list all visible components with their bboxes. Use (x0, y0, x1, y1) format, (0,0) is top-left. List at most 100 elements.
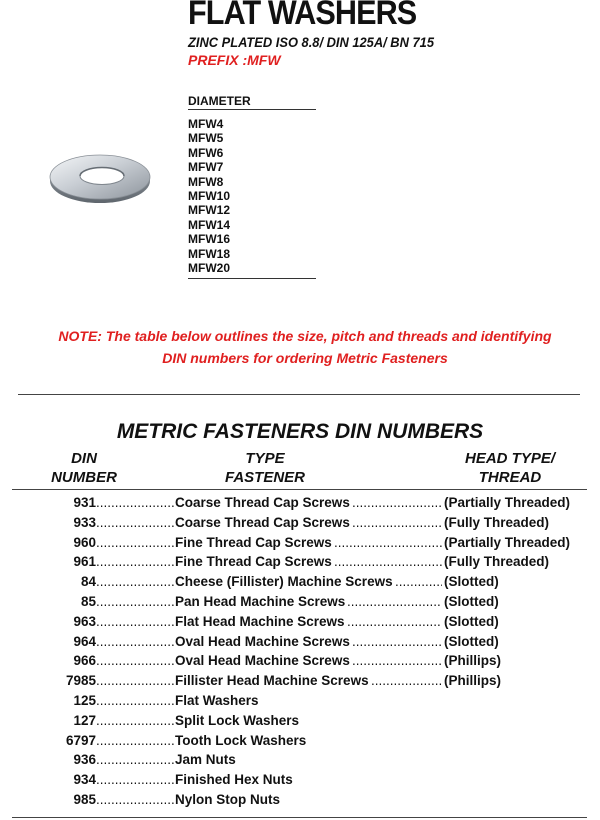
din-number: 125 (73, 692, 96, 708)
din-number: 84 (80, 574, 96, 590)
table-row: 963.....................................… (0, 614, 600, 634)
divider (12, 489, 587, 490)
list-item: MFW6 (188, 145, 224, 160)
dot-leader: ........................................… (96, 772, 174, 788)
dot-leader: ........................................… (334, 534, 442, 550)
dot-leader: ........................................… (96, 495, 174, 510)
head-thread-type: (Slotted) (444, 613, 499, 629)
fastener-type: Oval Head Machine Screws (175, 633, 350, 649)
din-table: 931.....................................… (0, 495, 600, 812)
dot-leader: ........................................… (96, 633, 174, 649)
list-item: MFW8 (188, 174, 224, 189)
head-thread-type: (Slotted) (444, 593, 499, 609)
dot-leader: ........................................… (96, 673, 174, 689)
fastener-type: Jam Nuts (175, 752, 236, 768)
list-item: MFW18 (188, 246, 230, 261)
dot-leader: ........................................… (352, 653, 442, 669)
din-number: 934 (73, 772, 96, 788)
col-header-type-1: TYPE (245, 450, 285, 467)
divider (12, 817, 587, 818)
dot-leader: ........................................… (352, 495, 442, 510)
din-number: 85 (80, 593, 96, 609)
dot-leader: ........................................… (347, 613, 442, 629)
dot-leader: ........................................… (96, 554, 174, 570)
fastener-type: Finished Hex Nuts (175, 772, 293, 788)
table-row: 985.....................................… (0, 792, 600, 812)
fastener-type: Oval Head Machine Screws (175, 653, 350, 669)
col-header-din-2: NUMBER (51, 469, 117, 486)
diameter-header: DIAMETER (188, 94, 316, 110)
head-thread-type: (Phillips) (444, 673, 501, 689)
list-item: MFW16 (188, 232, 230, 247)
dot-leader: ........................................… (96, 534, 174, 550)
list-item: MFW7 (188, 160, 224, 175)
table-row: 85......................................… (0, 594, 600, 614)
list-item: MFW12 (188, 203, 230, 218)
dot-leader: ........................................… (96, 692, 174, 708)
dot-leader: ........................................… (96, 732, 174, 748)
dot-leader: ........................................… (96, 574, 174, 590)
table-row: 936.....................................… (0, 752, 600, 772)
dot-leader: ........................................… (96, 791, 174, 807)
divider (18, 394, 580, 395)
fastener-type: Coarse Thread Cap Screws (175, 514, 350, 530)
list-item: MFW20 (188, 260, 230, 275)
din-number: 964 (73, 633, 96, 649)
fastener-type: Flat Head Machine Screws (175, 613, 345, 629)
head-thread-type: (Fully Threaded) (444, 554, 550, 570)
dot-leader: ........................................… (347, 593, 442, 609)
col-header-din-1: DIN (71, 450, 97, 467)
table-row: 125.....................................… (0, 693, 600, 713)
note-line-1: NOTE: The table below outlines the size,… (58, 328, 552, 344)
din-number: 7985 (65, 673, 96, 689)
din-number: 933 (73, 514, 96, 530)
list-item: MFW14 (188, 217, 230, 232)
dot-leader: ........................................… (395, 574, 442, 590)
list-item: MFW5 (188, 131, 224, 146)
dot-leader: ........................................… (96, 613, 174, 629)
col-header-head-2: THREAD (478, 469, 542, 486)
dot-leader: ........................................… (371, 673, 442, 689)
din-number: 931 (73, 495, 96, 510)
fastener-type: Nylon Stop Nuts (175, 791, 280, 807)
fastener-type: Fillister Head Machine Screws (175, 673, 369, 689)
dot-leader: ........................................… (352, 514, 442, 530)
divider (188, 278, 316, 279)
fastener-type: Tooth Lock Washers (175, 732, 307, 748)
list-item: MFW4 (188, 117, 224, 131)
table-row: 934.....................................… (0, 772, 600, 792)
fastener-type: Pan Head Machine Screws (175, 593, 346, 609)
dot-leader: ........................................… (96, 514, 174, 530)
head-thread-type: (Slotted) (444, 633, 499, 649)
din-number: 6797 (65, 732, 96, 748)
dot-leader: ........................................… (96, 593, 174, 609)
fastener-type: Fine Thread Cap Screws (175, 534, 332, 550)
fastener-type: Split Lock Washers (175, 712, 300, 728)
table-row: 6797....................................… (0, 733, 600, 753)
table-row: 966.....................................… (0, 653, 600, 673)
table-row: 961.....................................… (0, 554, 600, 574)
din-number: 961 (73, 554, 96, 570)
dot-leader: ........................................… (334, 554, 442, 570)
list-item: MFW10 (188, 188, 230, 203)
dot-leader: ........................................… (96, 712, 174, 728)
table-row: 964.....................................… (0, 634, 600, 654)
col-header-head-1: HEAD TYPE/ (464, 450, 555, 467)
head-thread-type: (Phillips) (444, 653, 501, 669)
head-thread-type: (Slotted) (444, 574, 499, 590)
table-title: METRIC FASTENERS DIN NUMBERS (116, 420, 484, 443)
product-spec: ZINC PLATED ISO 8.8/ DIN 125A/ BN 715 (188, 34, 434, 50)
note-line-2: DIN numbers for ordering Metric Fastener… (162, 350, 448, 366)
page-title: FLAT WASHERS (188, 0, 417, 32)
table-row: 84......................................… (0, 574, 600, 594)
din-number: 960 (73, 534, 96, 550)
head-thread-type: (Fully Threaded) (444, 514, 550, 530)
col-header-type-2: FASTENER (224, 469, 305, 486)
part-prefix: PREFIX :MFW (188, 52, 281, 68)
din-number: 127 (73, 712, 96, 728)
table-row: 933.....................................… (0, 515, 600, 535)
din-number: 936 (73, 752, 96, 768)
table-row: 960.....................................… (0, 535, 600, 555)
dot-leader: ........................................… (96, 653, 174, 669)
table-row: 931.....................................… (0, 495, 600, 515)
